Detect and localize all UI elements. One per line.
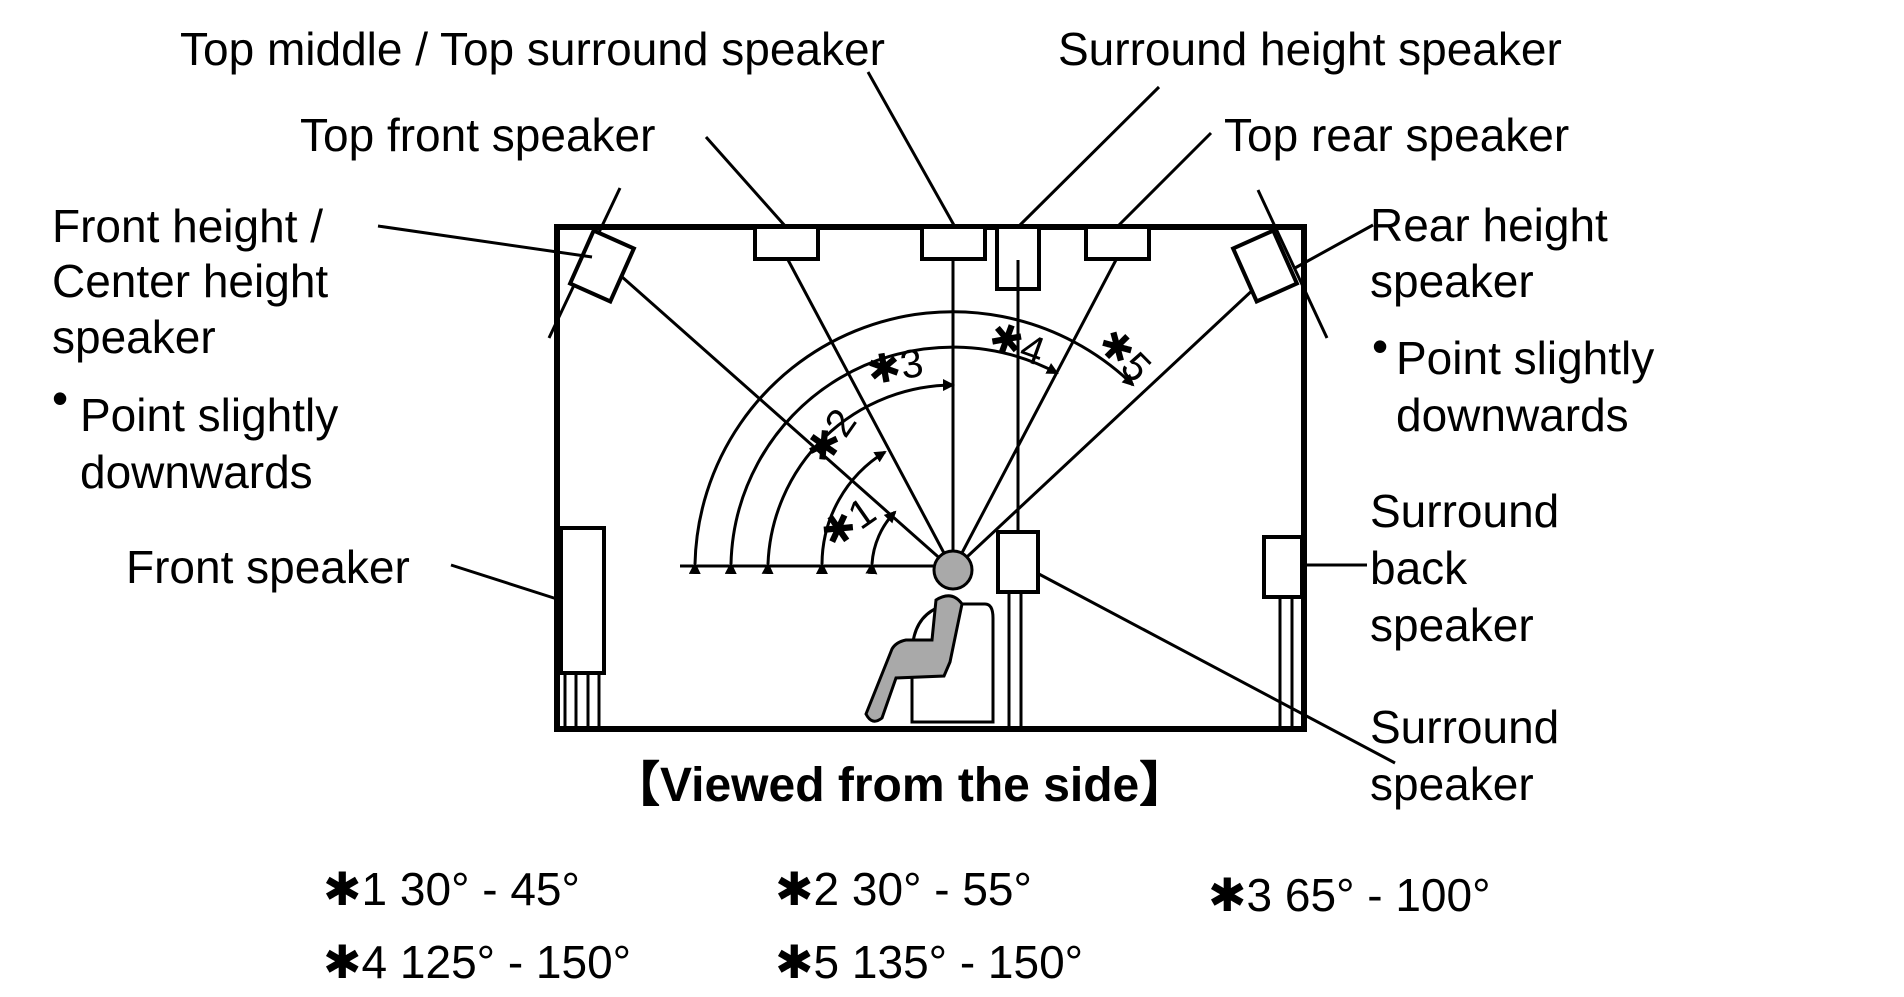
sight-lines bbox=[620, 257, 1274, 572]
label-top-front: Top front speaker bbox=[300, 109, 655, 161]
note-rear-height-2: downwards bbox=[1396, 389, 1629, 441]
label-surround-back-1: Surround bbox=[1370, 485, 1559, 537]
footnote-4: ✱4 125° - 150° bbox=[323, 936, 631, 988]
note-front-height-1: Point slightly bbox=[80, 389, 338, 441]
footnote-2: ✱2 30° - 55° bbox=[775, 863, 1032, 915]
angle-mark-3: ✱3 bbox=[864, 341, 927, 394]
angle-arcs bbox=[688, 310, 1135, 575]
note-rear-height-1: Point slightly bbox=[1396, 332, 1654, 384]
listener-head bbox=[932, 549, 974, 591]
bullet-front-height: • bbox=[52, 372, 68, 424]
note-front-height-2: downwards bbox=[80, 446, 313, 498]
label-surround-2: speaker bbox=[1370, 758, 1534, 810]
label-surround-height: Surround height speaker bbox=[1058, 23, 1562, 75]
front-height-speaker bbox=[547, 187, 637, 339]
listener-figure bbox=[864, 549, 995, 724]
top-middle-speaker bbox=[920, 225, 987, 261]
leader-lines bbox=[377, 71, 1396, 765]
label-surround-back-3: speaker bbox=[1370, 599, 1534, 651]
label-surround-1: Surround bbox=[1370, 701, 1559, 753]
label-front-height-2: Center height bbox=[52, 255, 328, 307]
front-speaker bbox=[559, 526, 606, 727]
surround-speaker bbox=[996, 260, 1040, 727]
top-rear-speaker bbox=[1084, 225, 1151, 261]
label-surround-back-2: back bbox=[1370, 542, 1468, 594]
rear-height-speaker bbox=[1230, 189, 1329, 339]
top-front-speaker bbox=[753, 225, 820, 261]
footnote-5: ✱5 135° - 150° bbox=[775, 936, 1083, 988]
label-front-height-1: Front height / bbox=[52, 200, 323, 252]
label-front-height-3: speaker bbox=[52, 311, 216, 363]
label-top-middle: Top middle / Top surround speaker bbox=[180, 23, 885, 75]
footnote-3: ✱3 65° - 100° bbox=[1208, 869, 1491, 921]
bullet-rear-height: • bbox=[1372, 320, 1388, 372]
diagram-caption: 【Viewed from the side】 bbox=[612, 759, 1187, 812]
footnote-1: ✱1 30° - 45° bbox=[323, 863, 580, 915]
label-rear-height-2: speaker bbox=[1370, 255, 1534, 307]
angle-mark-5: ✱5 bbox=[1089, 320, 1160, 391]
label-top-rear: Top rear speaker bbox=[1224, 109, 1569, 161]
label-front-speaker: Front speaker bbox=[126, 541, 410, 593]
surround-back-speaker bbox=[1262, 535, 1304, 727]
label-rear-height-1: Rear height bbox=[1370, 199, 1608, 251]
